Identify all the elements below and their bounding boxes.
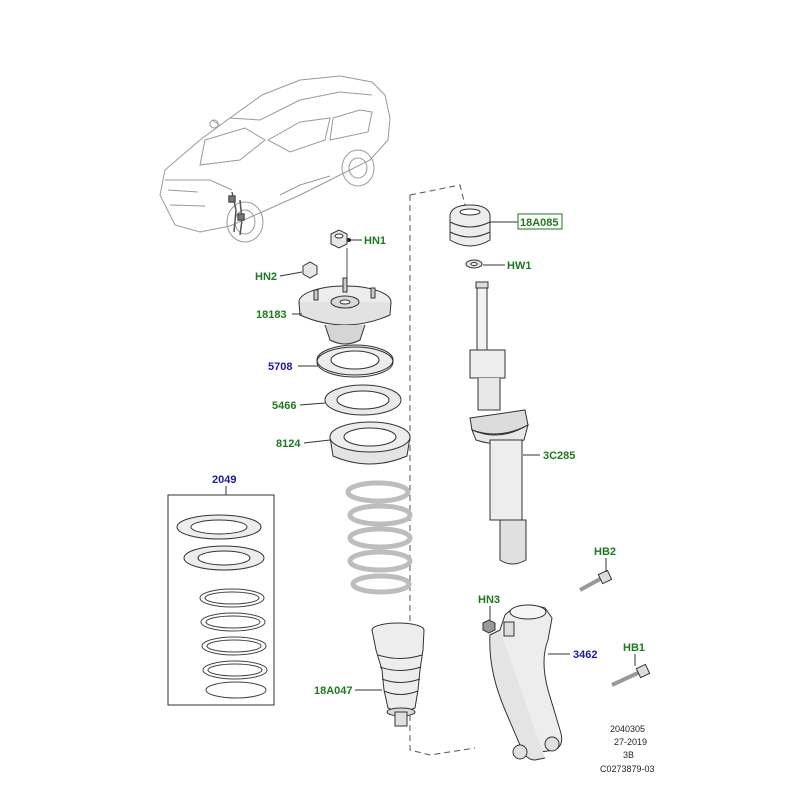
label-18a047[interactable]: 18A047 — [314, 685, 353, 697]
fork-bracket-3462-part — [489, 604, 563, 761]
coil-spring-ghost — [345, 480, 413, 595]
label-18a085[interactable]: 18A085 — [520, 217, 559, 229]
label-18a085-box — [517, 213, 563, 230]
label-hb2[interactable]: HB2 — [594, 546, 616, 558]
label-hb1[interactable]: HB1 — [623, 642, 645, 654]
label-3462[interactable]: 3462 — [573, 649, 597, 661]
inset-coil-spring — [199, 588, 268, 699]
label-hn2[interactable]: HN2 — [255, 271, 277, 283]
bump-stop-18a085-part — [449, 204, 491, 247]
label-18183[interactable]: 18183 — [256, 309, 287, 321]
label-hn3[interactable]: HN3 — [478, 594, 500, 606]
label-2049[interactable]: 2049 — [212, 474, 236, 486]
ref-catalog: C0273879-03 — [600, 764, 655, 774]
nut-hn1-part — [330, 229, 348, 249]
leader-8124 — [303, 439, 331, 444]
ref-code: 2040305 — [610, 724, 645, 734]
leader-5466 — [299, 402, 326, 406]
label-hw1[interactable]: HW1 — [507, 260, 531, 272]
bolt-hb1-part — [611, 663, 651, 687]
inset-seat-upper — [176, 514, 262, 540]
dust-boot-18a047-part — [371, 622, 425, 727]
shock-absorber-3c285-part — [469, 281, 529, 565]
group-dash-line — [409, 184, 476, 756]
ref-rev: 3B — [623, 750, 634, 760]
label-hn1[interactable]: HN1 — [364, 235, 386, 247]
inset-box-2049 — [167, 494, 275, 706]
label-3c285[interactable]: 3C285 — [543, 450, 575, 462]
nut-hn2-part — [302, 261, 318, 279]
spring-seat-8124-part — [329, 421, 411, 465]
vehicle-highlight-strut — [228, 191, 245, 236]
label-5466[interactable]: 5466 — [272, 400, 296, 412]
label-5708[interactable]: 5708 — [268, 361, 292, 373]
bolt-hb2-part — [579, 569, 613, 592]
leader-hn2 — [279, 271, 303, 277]
seat-5708-part — [316, 344, 394, 378]
vehicle-outline — [159, 75, 391, 243]
dot-hn1 — [347, 238, 351, 242]
inset-seat-lower — [183, 545, 265, 571]
ref-date: 27-2019 — [614, 737, 647, 747]
top-mount-18183-part — [298, 277, 392, 345]
label-8124[interactable]: 8124 — [276, 438, 301, 450]
isolator-5466-part — [324, 384, 402, 416]
washer-hw1-part — [465, 259, 483, 269]
nut-hn3-part — [482, 619, 496, 634]
